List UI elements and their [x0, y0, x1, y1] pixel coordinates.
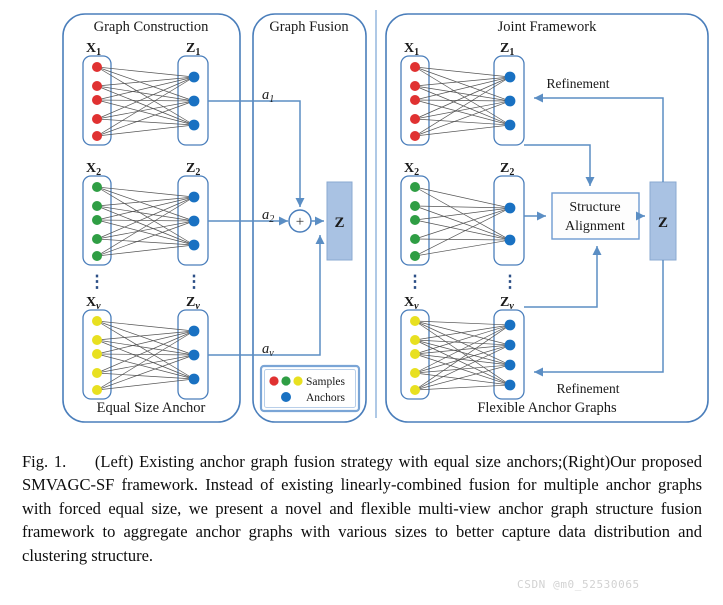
- left-g1-x-label: X1: [86, 41, 101, 58]
- fusion-weight-a2: a2: [262, 207, 274, 225]
- refinement-top-label: Refinement: [547, 76, 610, 91]
- architecture-diagram: Graph Construction Equal Size Anchor X1 …: [62, 10, 709, 423]
- legend-anchor-swatch: [281, 392, 291, 402]
- right-g1-anchors: [504, 71, 516, 131]
- legend-box-inner: [264, 369, 356, 408]
- fusion-panel-title: Graph Fusion: [269, 19, 349, 35]
- left-panel-footer: Equal Size Anchor: [97, 400, 206, 416]
- right-g1-x-label: X1: [404, 41, 419, 58]
- left-gv-edges: [96, 320, 195, 391]
- left-panel-frame: [62, 13, 241, 423]
- right-gv-anchors: [504, 319, 516, 391]
- left-g2-x-box: [82, 175, 112, 266]
- left-gv-x-label: Xv: [86, 295, 101, 312]
- fusion-sum-symbol: +: [296, 214, 304, 230]
- left-gv-samples: [92, 316, 102, 395]
- figure-caption: Fig. 1. (Left) Existing anchor graph fus…: [22, 450, 702, 567]
- right-panel-footer: Flexible Anchor Graphs: [477, 400, 617, 416]
- right-panel-title: Joint Framework: [498, 19, 597, 35]
- right-g2-z-label: Z2: [500, 161, 514, 178]
- right-g2-edges: [414, 186, 511, 257]
- left-g1-x-box: [82, 55, 112, 146]
- left-x-ellipsis: ⋮: [89, 272, 106, 291]
- figure-diagram-area: Graph Construction Equal Size Anchor X1 …: [62, 10, 709, 423]
- right-gv-x-box: [400, 309, 430, 400]
- left-g1-z-label: Z1: [186, 41, 200, 58]
- left-g1-edges: [96, 66, 195, 137]
- refinement-bottom-label: Refinement: [557, 381, 620, 396]
- left-gv-z-label: Zv: [186, 295, 200, 312]
- structure-alignment-line1: Structure: [569, 200, 620, 215]
- right-g1-edges: [414, 66, 511, 137]
- right-gv-z-box: [493, 309, 525, 400]
- fusion-output-label: Z: [334, 215, 344, 231]
- left-z-ellipsis: ⋮: [186, 272, 203, 291]
- right-gv-x-label: Xv: [404, 295, 419, 312]
- right-gv-z-label: Zv: [500, 295, 514, 312]
- legend-anchors-label: Anchors: [306, 392, 345, 404]
- fusion-arrows: [208, 100, 325, 356]
- right-g1-x-box: [400, 55, 430, 146]
- caption-label: Fig. 1.: [22, 452, 67, 471]
- legend-box-outer: [259, 364, 361, 413]
- right-g2-samples: [410, 182, 420, 261]
- caption-text: (Left) Existing anchor graph fusion stra…: [22, 452, 703, 565]
- right-g2-x-box: [400, 175, 430, 266]
- fusion-weight-a1: a1: [262, 87, 274, 105]
- left-g2-x-label: X2: [86, 161, 101, 178]
- left-g2-anchors: [188, 191, 200, 251]
- right-panel-frame: [385, 13, 709, 423]
- right-g1-z-label: Z1: [500, 41, 514, 58]
- right-output-label: Z: [658, 215, 668, 231]
- right-flow-arrows: [524, 93, 664, 377]
- legend-samples-label: Samples: [306, 376, 345, 388]
- right-z-ellipsis: ⋮: [502, 272, 519, 291]
- fusion-output-bar: [326, 181, 353, 261]
- right-g2-z-box: [493, 175, 525, 266]
- fusion-weight-av: av: [262, 341, 274, 359]
- left-g2-samples: [92, 182, 102, 261]
- right-g2-x-label: X2: [404, 161, 419, 178]
- csdn-watermark: CSDN @m0_52530065: [517, 578, 640, 591]
- right-gv-samples: [410, 316, 420, 395]
- left-gv-anchors: [188, 325, 200, 385]
- left-g1-anchors: [188, 71, 200, 131]
- right-g2-anchors: [504, 202, 516, 246]
- structure-alignment-line2: Alignment: [565, 219, 625, 234]
- left-gv-x-box: [82, 309, 112, 400]
- right-x-ellipsis: ⋮: [407, 272, 424, 291]
- left-g2-z-label: Z2: [186, 161, 200, 178]
- right-gv-edges: [414, 320, 511, 391]
- legend-sample-swatches: [269, 376, 303, 386]
- left-g2-edges: [96, 186, 195, 257]
- fusion-panel-frame: [252, 13, 367, 423]
- left-g1-samples: [92, 62, 102, 141]
- right-g1-samples: [410, 62, 420, 141]
- left-panel-title: Graph Construction: [94, 19, 210, 35]
